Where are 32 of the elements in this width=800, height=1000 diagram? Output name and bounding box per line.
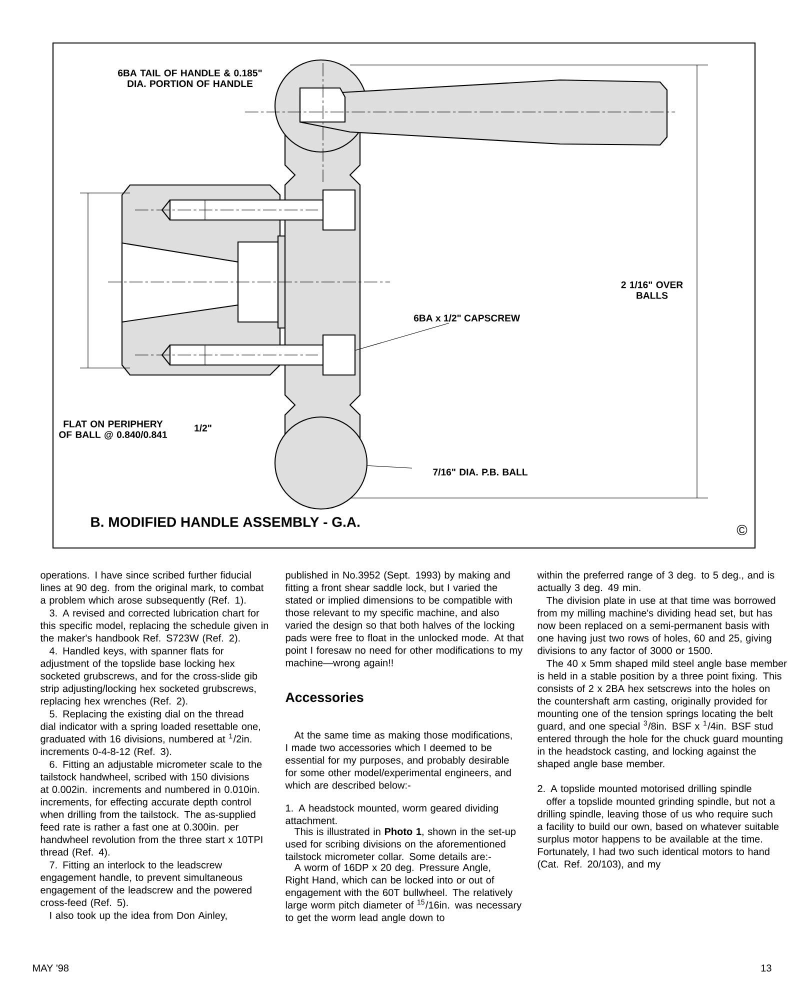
paragraph: A worm of 16DP x 20 deg. Pressure Angle, Right Hand, which can be locked into or out of engagement with the 60T bullwheel. The relatively large worm pitch diameter of $^{15}$/16in. was necessary to get the worm lead angle down to xyxy=(285,864,522,924)
paragraph: 2. A topslide mounted motorised drilling spindle xyxy=(538,784,752,794)
paragraph: The 40 x 5mm shaped mild steel angle base member is held in a stable position by a three point fixing. This consists of 2 x 2BA hex setscrews into the holes on the countershaft arm casting, originally provided for mounting one of the tension springs locating the belt guard, and one special $^{3}$/8in. BSF x $^{1}$/4in. BSF stud entered through the hole for the chuck guard mounting in the headstock casting, and locking against the shaped angle base member. xyxy=(537,660,787,770)
leader-line xyxy=(367,465,412,468)
paragraph: 5. Replacing the existing dial on the thread dial indicator with a spring loaded resettable one, graduated with 16 divisions, numbered at $^{1}$/2in. increments 0-4-8-12 (Ref. 3). xyxy=(40,710,260,758)
copyright-mark: © xyxy=(736,524,748,536)
callout-label: FLAT ON PERIPHERY OF BALL @ 0.840/0.841 xyxy=(59,420,167,440)
dimension-label: 1/2" xyxy=(194,424,212,432)
page-number: 13 xyxy=(761,964,772,972)
paragraph: 1. A headstock mounted, worm geared dividing attachment. xyxy=(286,804,498,824)
paragraph: At the same time as making those modifications, I made two accessories which I deemed to be essential for my purposes, and probably desirable for some other model/experimental engineers, and which are described below:- xyxy=(285,731,512,789)
paragraph: within the preferred range of 3 deg. to 5 deg., and is actually 3 deg. 49 min. xyxy=(537,571,774,594)
paragraph: 6. Fitting an adjustable micrometer scale to the tailstock handwheel, scribed with 150 divisions at 0.002in. increments and numbered in 0.010in. increments, for effecting accurate depth control when drilling from the tailstock. The as-supplied feed rate is rather a fast one at 0.300in. per handwheel revolution from the three start x 10TPI thread (Ref. 4). xyxy=(40,760,262,858)
paragraph: 7. Fitting an interlock to the leadscrew engagement handle, to prevent simultaneous engagement of the leadscrew and the powered cross-feed (Ref. 5). xyxy=(40,861,252,908)
paragraph: The division plate in use at that time was borrowed from my milling machine's dividing head set, but has now been replaced on a semi-permanent basis with one having just two rows of holes, 60 and 25, giving divisions to any factor of 3000 or 1500. xyxy=(537,596,776,656)
paragraph: offer a topslide mounted grinding spindle, but not a drilling spindle, leaving those of us who require such a facility to build our own, based on whatever suitable surplus motor happens to be available at the time. Fortunately, I had two such identical motors to hand (Cat. Ref. 20/103), and my xyxy=(538,798,779,870)
page-footer: MAY '98 xyxy=(33,964,69,972)
callout-label: 6BA TAIL OF HANDLE & 0.185" DIA. PORTION OF HANDLE xyxy=(118,70,262,88)
paragraph: I also took up the idea from Don Ainley, xyxy=(50,912,227,921)
paragraph: 3. A revised and corrected lubrication chart for this specific model, replacing the schedule given in the maker's handbook Ref. S723W (Ref. 2). xyxy=(40,609,268,644)
paragraph: 4. Handled keys, with spanner flats for adjustment of the topslide base locking hex socketed grubscrews, and for the cross-slide gib strip adjusting/locking hex socketed grubscrews, replacing hex wrenches (Ref. 2). xyxy=(40,647,258,707)
callout-label: 7/16" DIA. P.B. BALL xyxy=(433,468,528,476)
paragraph: published in No.3952 (Sept. 1993) by making and fitting a front shear saddle lock, but I varied the stated or implied dimensions to be compatible with those relevant to my specific machine, and also varied the design so that both halves of the locking pads were free to float in the unlocked mode. At that point I foresaw no need for other modifications to my machine—wrong again!! xyxy=(285,571,524,668)
ball xyxy=(274,416,368,510)
dimension-label: 2 1/16" OVER BALLS xyxy=(621,281,683,299)
paragraph: This is illustrated in Photo 1, shown in the set-up used for scribing divisions on the aforementioned tailstock micrometer collar. Some details are:- xyxy=(285,828,516,860)
capscrew-head xyxy=(322,334,356,376)
paragraph: operations. I have since scribed further fiducial lines at 90 deg. from the original mark, to combat a problem which arose subsequently (Ref. 1). xyxy=(40,571,264,606)
figure-caption: B. MODIFIED HANDLE ASSEMBLY - G.A. xyxy=(91,517,360,527)
section-heading: Accessories xyxy=(286,692,364,702)
leader-line xyxy=(355,322,450,350)
callout-label: 6BA x 1/2" CAPSCREW xyxy=(414,314,520,322)
